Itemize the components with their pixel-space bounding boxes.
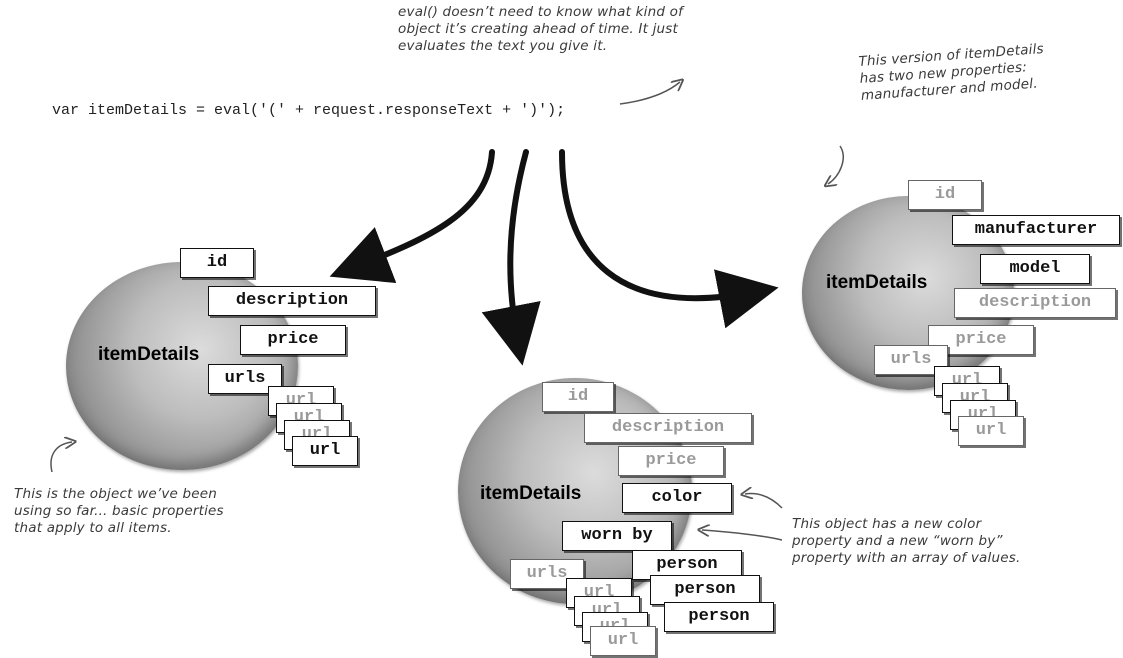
prop-description: description [954,288,1116,318]
note-left-line: that apply to all items. [14,520,172,536]
note-left-line: This is the object we’ve been [14,486,218,502]
object-name: itemDetails [98,344,200,365]
arrow-to-left-object [329,149,495,284]
note-top-line: eval() doesn’t need to know what kind of [398,4,684,20]
prop-id: id [180,248,254,278]
object-name: itemDetails [480,483,582,504]
prop-color: color [622,483,732,513]
prop-urls: urls [874,345,948,375]
prop-id: id [542,382,614,412]
pointer-top-note [619,82,680,105]
person-card: person [650,575,760,605]
url-card: url [292,436,358,466]
note-bottom: This object has a new color property and… [792,516,1020,567]
object-name: itemDetails [826,272,928,293]
pointer-bottom-note-wornby [702,530,783,541]
note-bottom-line: This object has a new color [792,516,982,532]
arrow-to-right-object [559,149,779,329]
prop-description: description [208,286,376,316]
note-top-line: object it’s creating ahead of time. It j… [398,21,679,37]
note-left-line: using so far... basic properties [14,503,224,519]
note-bottom-line: property and a new “worn by” [792,533,1003,549]
note-top-line: evaluates the text you give it. [398,38,608,54]
prop-id: id [908,180,982,210]
prop-price: price [618,446,724,476]
prop-worn-by: worn by [562,521,672,551]
eval-code-line: var itemDetails = eval('(' + request.res… [52,102,566,119]
prop-description: description [584,413,752,443]
pointer-right-note [828,145,844,184]
note-top: eval() doesn’t need to know what kind of… [398,4,683,55]
prop-model: model [980,254,1090,284]
url-card: url [958,416,1024,446]
note-bottom-line: property with an array of values. [792,550,1021,566]
arrow-to-middle-object [481,149,541,366]
pointer-bottom-note-color [745,494,783,509]
prop-manufacturer: manufacturer [952,215,1120,245]
prop-price: price [240,325,346,355]
note-left: This is the object we’ve been using so f… [14,486,224,537]
person-card: person [664,602,774,632]
pointer-left-note [50,442,72,473]
url-card: url [590,626,656,656]
